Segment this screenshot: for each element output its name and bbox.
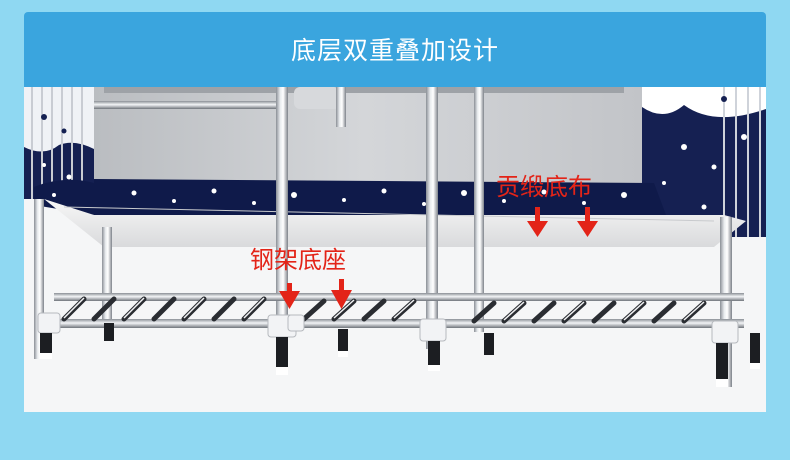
wardrobe-base-illustration [24,87,766,412]
callout-frame-text-b: 底座 [298,246,346,274]
callout-frame-label: 钢架底座 [250,240,346,275]
callout-fabric-label: 贡缎底布 [496,167,592,202]
product-photo: 贡缎底布 钢架底座 [24,87,766,412]
arrow-icon [279,207,598,309]
callout-fabric-text-b: 底布 [544,173,592,201]
callout-frame-text-a: 钢架 [250,246,298,274]
banner-title: 底层双重叠加设计 [290,36,499,65]
callout-fabric-text-a: 贡缎 [496,173,544,201]
header-banner: 底层双重叠加设计 [24,12,766,87]
